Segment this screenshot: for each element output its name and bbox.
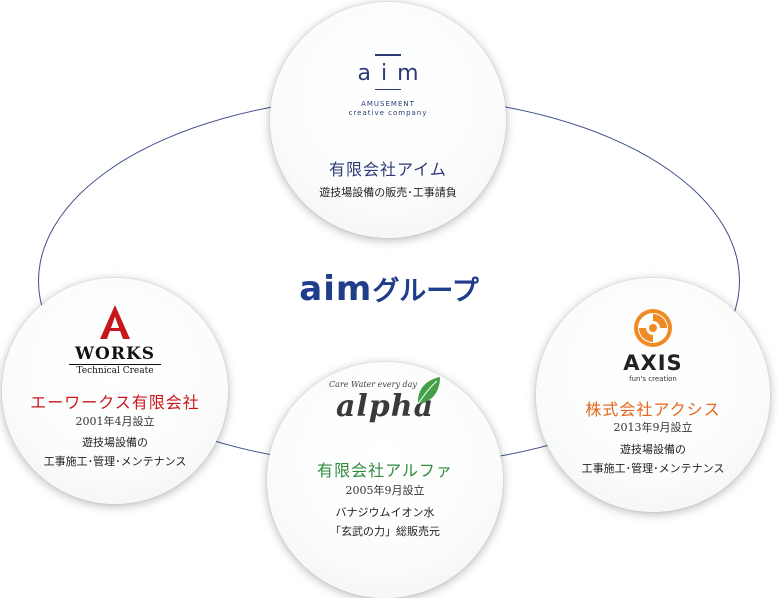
company-description: 遊技場設備の 工事施工･管理･メンテナンス [536,440,770,478]
company-card-works[interactable]: WORKS Technical Create エーワークス有限会社 2001年4… [2,278,228,504]
description-line: 工事施工･管理･メンテナンス [581,462,725,475]
aim-logo-sub-2: creative company [348,109,428,117]
company-name: 有限会社アイム [329,160,447,179]
aim-logo-bar [375,54,401,56]
works-logo: WORKS Technical Create [2,304,228,377]
description-line: バナジウムイオン水 [335,506,435,519]
company-name: エーワークス有限会社 [30,393,200,412]
aim-logo: aim AMUSEMENT creative company [270,54,506,118]
axis-logo: AXIS fun's creation [536,308,770,384]
company-name: 株式会社アクシス [585,400,721,419]
axis-swirl-icon [634,309,672,347]
aim-logo-sub-1: AMUSEMENT [361,100,415,108]
green-leaf-icon [417,377,440,405]
group-title-latin: aim [299,269,373,309]
founded-date: 2013年9月設立 [613,421,693,434]
company-name: 有限会社アルファ [317,461,453,480]
description-line: 「玄武の力」総販売元 [330,525,440,538]
axis-logo-text: AXIS [623,351,683,375]
group-title-kana: グループ [372,276,479,307]
aim-logo-text: aim [357,61,429,86]
founded-date: 2005年9月設立 [345,484,425,497]
description-line: 遊技場設備の [82,436,148,449]
alpha-logo: Care Water every day alpha [267,377,503,426]
works-logo-rule [69,364,161,365]
works-logo-sub: Technical Create [76,366,154,376]
description-line: 遊技場設備の [620,443,686,456]
alpha-logo-text: alpha [335,389,435,424]
company-card-axis[interactable]: AXIS fun's creation 株式会社アクシス 2013年9月設立 遊… [536,278,770,512]
works-a-mark-icon [100,305,130,339]
company-description: 遊技場設備の 工事施工･管理･メンテナンス [2,433,228,471]
works-logo-text: WORKS [74,344,156,364]
company-description: バナジウムイオン水 「玄武の力」総販売元 [267,503,503,541]
aim-logo-underline [375,89,401,90]
group-title: aimグループ [0,269,778,309]
alpha-logo-tagline: Care Water every day [329,380,417,389]
company-card-alpha[interactable]: Care Water every day alpha 有限会社アルファ 2005… [267,362,503,598]
company-description: 遊技場設備の販売･工事請負 [270,183,506,202]
description-line: 遊技場設備の販売･工事請負 [319,186,457,199]
description-line: 工事施工･管理･メンテナンス [43,455,187,468]
axis-logo-sub: fun's creation [629,375,677,383]
company-card-aim[interactable]: aim AMUSEMENT creative company 有限会社アイム 遊… [270,2,506,238]
founded-date: 2001年4月設立 [75,415,155,428]
